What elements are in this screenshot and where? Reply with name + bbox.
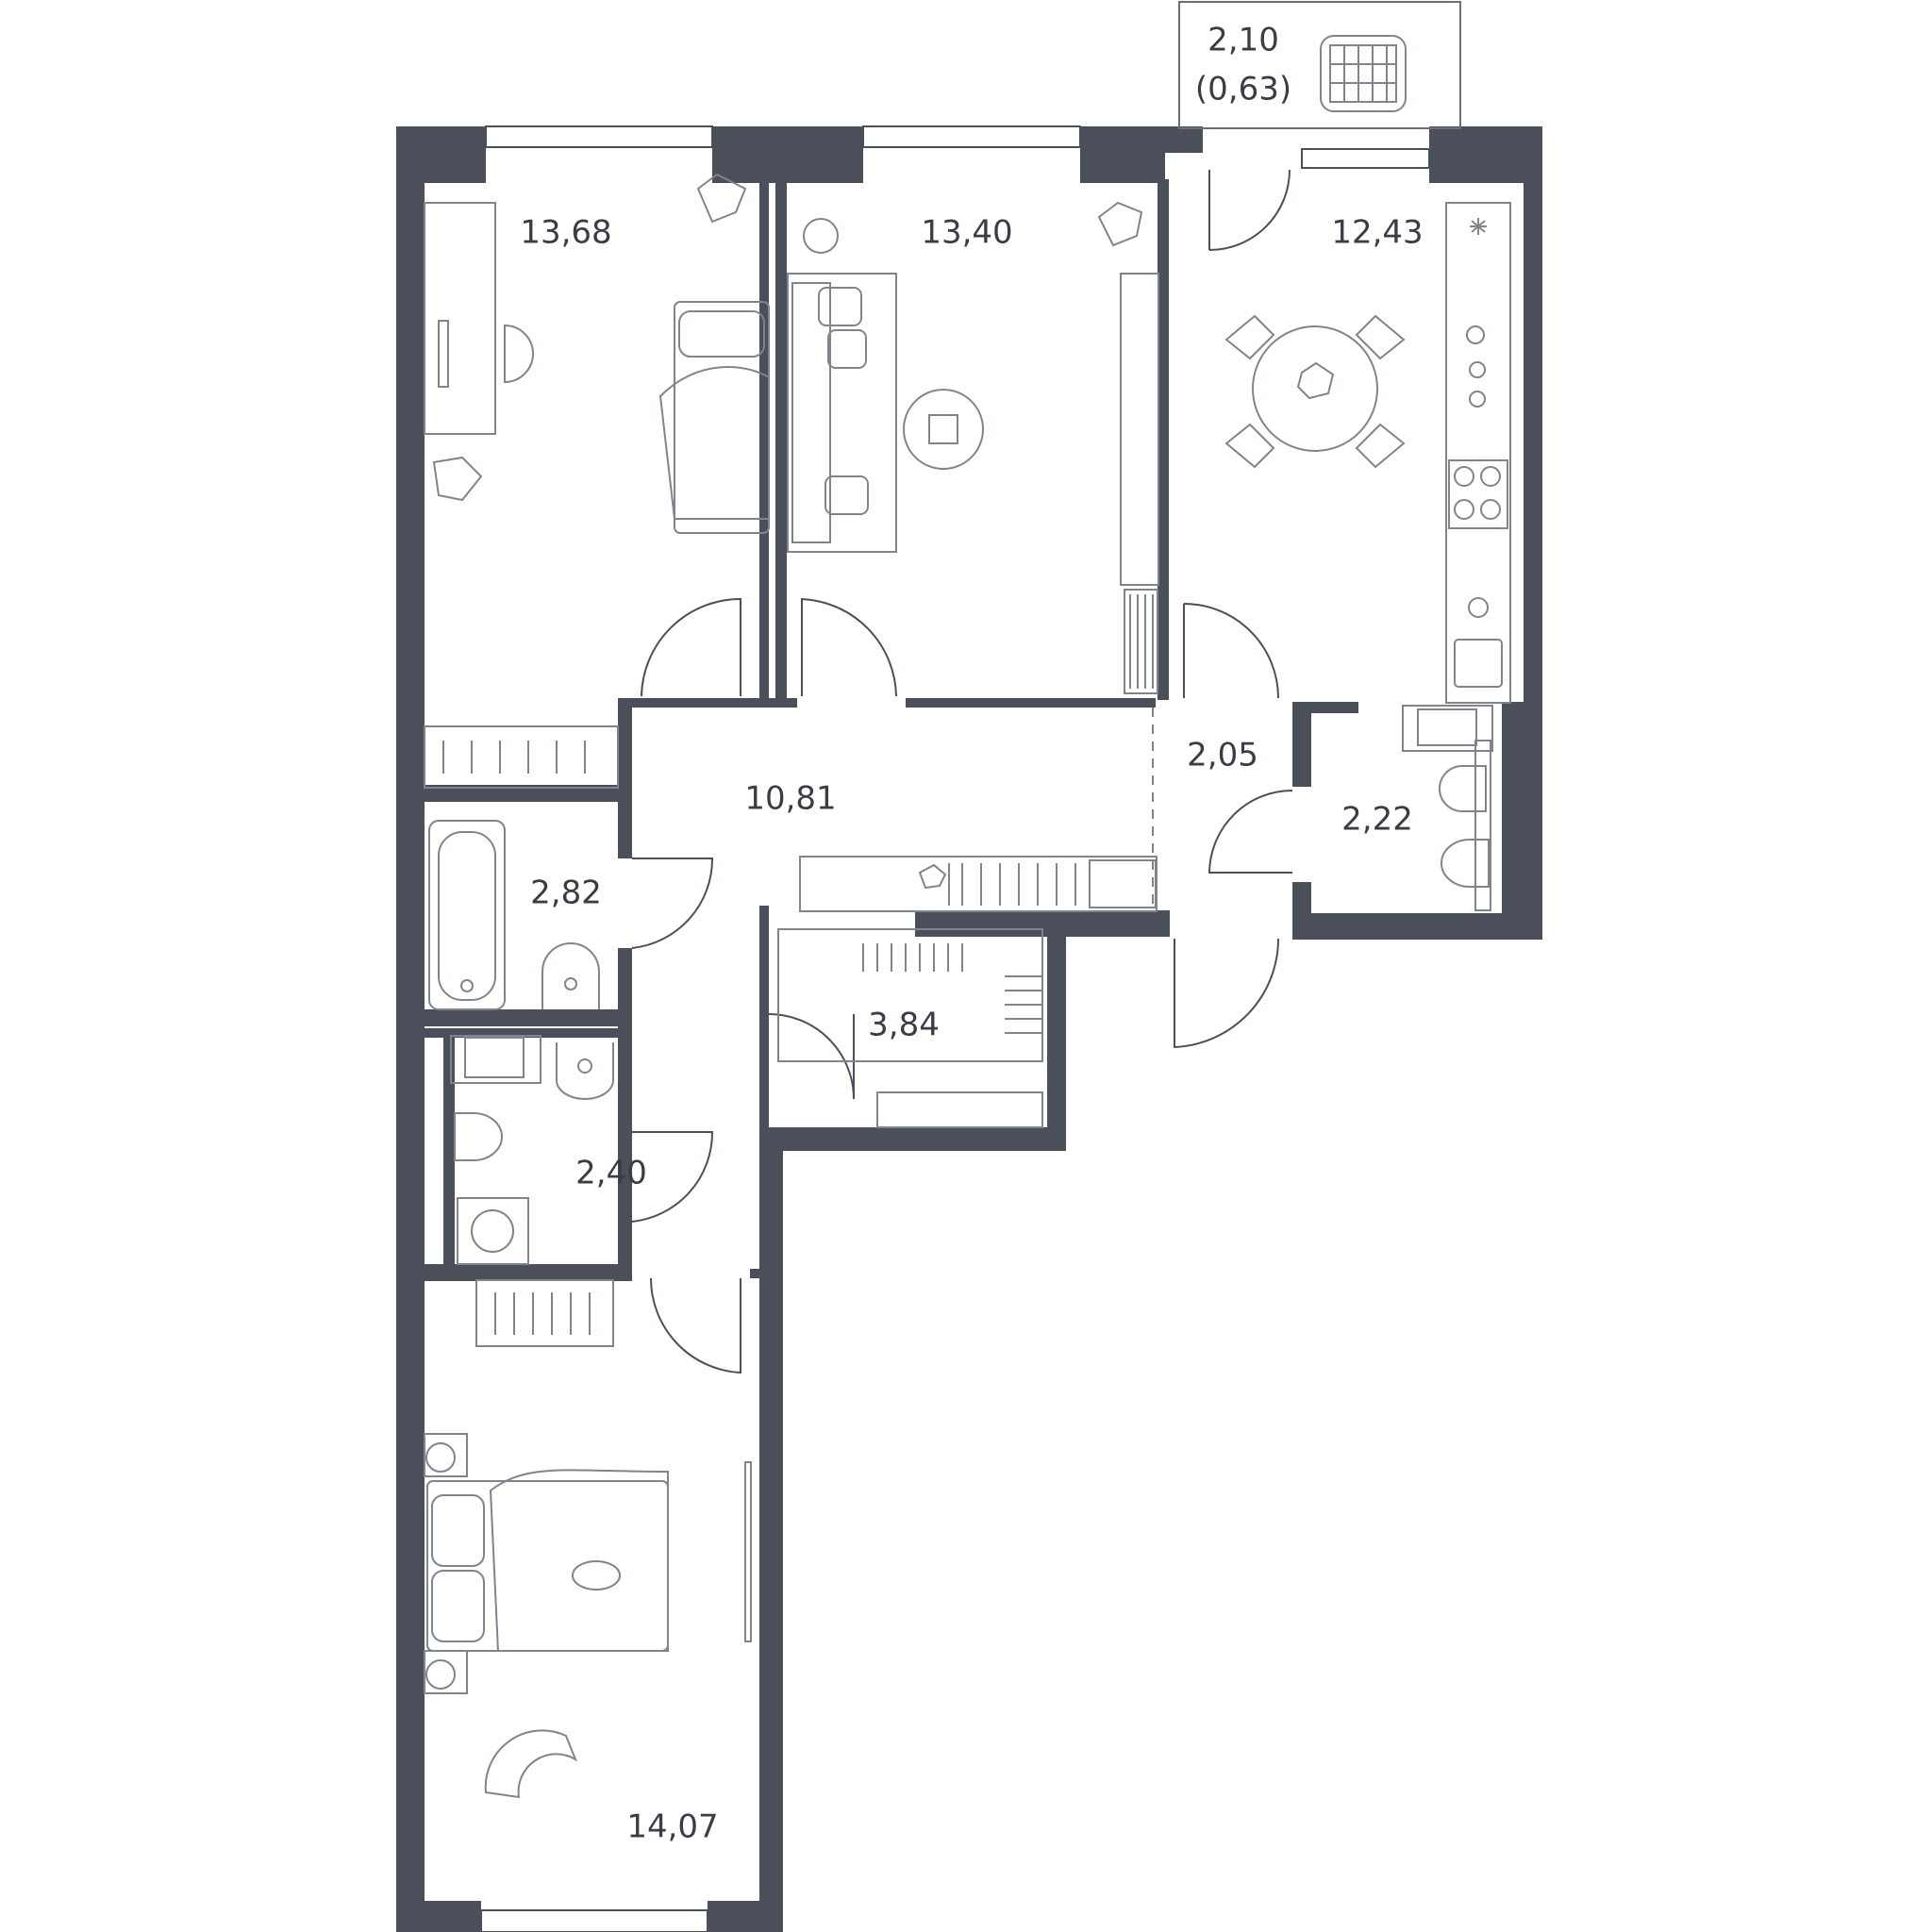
- area-wardrobe: 3,84: [868, 1007, 940, 1044]
- area-balcony: 2,10: [1208, 22, 1279, 59]
- area-wc-laundry: 2,40: [575, 1155, 647, 1192]
- area-bathroom: 2,82: [530, 874, 602, 912]
- area-vestibule: 2,05: [1187, 737, 1258, 774]
- area-living-room: 13,40: [921, 214, 1012, 252]
- area-kitchen: 12,43: [1331, 214, 1423, 252]
- area-balcony-reduced: (0,63): [1195, 71, 1291, 108]
- balcony: [1178, 1, 1461, 129]
- walls: [396, 126, 1542, 1932]
- area-bedroom-south: 14,07: [626, 1808, 718, 1846]
- doors: [631, 169, 1293, 1374]
- area-wc-east: 2,22: [1341, 801, 1413, 839]
- area-hallway: 10,81: [744, 780, 836, 818]
- area-bedroom-north-west: 13,68: [520, 214, 611, 252]
- furniture: [424, 173, 1511, 1799]
- windows: [480, 125, 1430, 1932]
